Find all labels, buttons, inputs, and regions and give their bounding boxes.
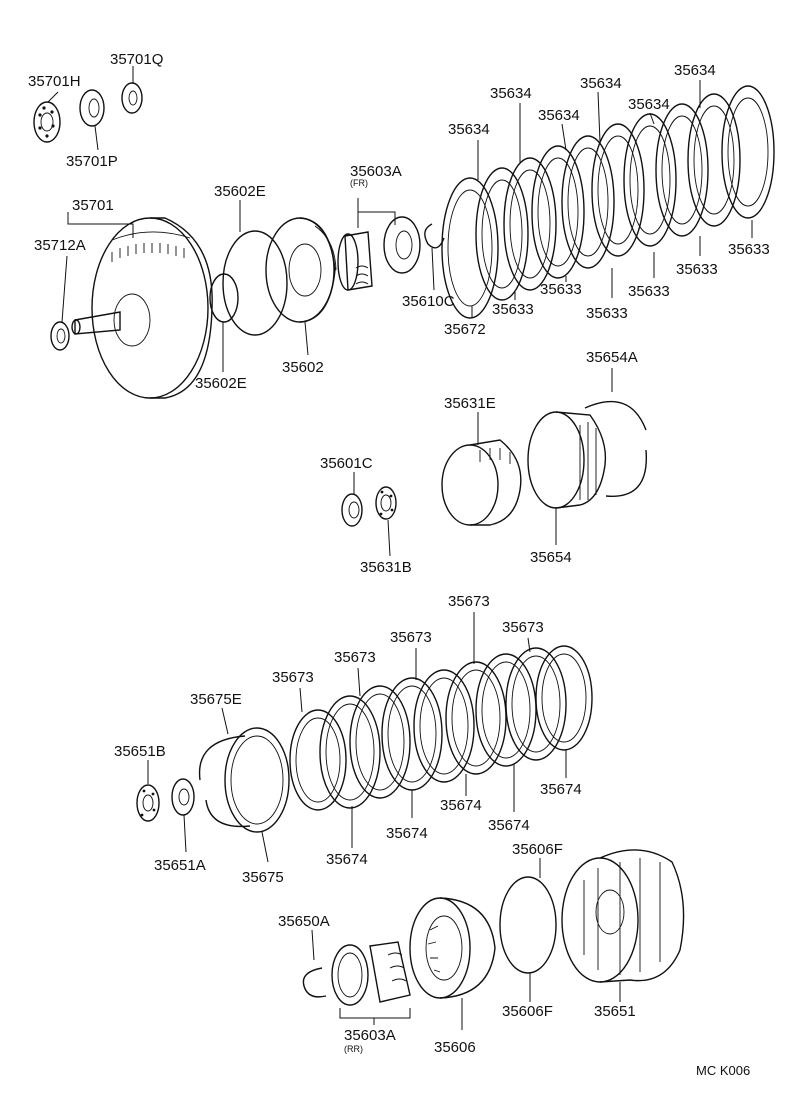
o-ring-35602e-small <box>209 273 239 323</box>
label-35701h: 35701H <box>28 73 81 90</box>
label-35673-e: 35673 <box>272 669 314 686</box>
flange-35675 <box>224 727 290 833</box>
label-35634-d: 35634 <box>580 75 622 92</box>
washer-35701q <box>121 82 143 114</box>
label-35675e: 35675E <box>190 691 242 708</box>
label-35675: 35675 <box>242 869 284 886</box>
label-35633-f: 35633 <box>728 241 770 258</box>
label-35634-f: 35634 <box>674 62 716 79</box>
label-35602: 35602 <box>282 359 324 376</box>
bearing-35651b <box>136 784 160 822</box>
bearing-35701h <box>33 101 61 143</box>
label-35606: 35606 <box>434 1039 476 1056</box>
label-35712a: 35712A <box>34 237 86 254</box>
o-ring-35602e-large <box>222 230 288 336</box>
label-35674-c: 35674 <box>440 797 482 814</box>
label-35610c: 35610C <box>402 293 455 310</box>
label-35601c: 35601C <box>320 455 373 472</box>
snap-ring-35654a <box>584 400 648 497</box>
label-35633-b: 35633 <box>540 281 582 298</box>
clutch-drum-35701 <box>71 217 213 399</box>
label-35673-b: 35673 <box>502 619 544 636</box>
piston-35602 <box>265 217 337 323</box>
label-35602e-top: 35602E <box>214 183 266 200</box>
race-35651a <box>171 778 195 816</box>
snap-ring-35650a <box>302 967 327 998</box>
clutch-pack-bottom <box>289 645 593 811</box>
label-35651: 35651 <box>594 1003 636 1020</box>
label-35673-a: 35673 <box>448 593 490 610</box>
clutch-hub-35654 <box>527 411 607 509</box>
thrust-plate-35606f <box>499 876 557 974</box>
label-35674-e: 35674 <box>540 781 582 798</box>
label-35631b: 35631B <box>360 559 412 576</box>
clutch-pack-top <box>441 85 775 319</box>
label-35606f-top: 35606F <box>512 841 563 858</box>
label-35634-e: 35634 <box>628 96 670 113</box>
label-35603a-rr: 35603A <box>344 1027 396 1044</box>
label-35673-c: 35673 <box>390 629 432 646</box>
label-35672: 35672 <box>444 321 486 338</box>
label-35633-d: 35633 <box>628 283 670 300</box>
snap-ring-35610c <box>424 223 445 249</box>
label-35674-b: 35674 <box>386 825 428 842</box>
label-35674-a: 35674 <box>326 851 368 868</box>
label-35654a: 35654A <box>586 349 638 366</box>
label-35603a-fr: 35603A <box>350 163 402 180</box>
label-35650a: 35650A <box>278 913 330 930</box>
label-35633-c: 35633 <box>586 305 628 322</box>
spring-retainer-35603a-rr <box>331 941 411 1006</box>
label-35633-e: 35633 <box>676 261 718 278</box>
label-35654: 35654 <box>530 549 572 566</box>
diagram-code: MC K006 <box>696 1063 750 1078</box>
race-35701p <box>79 89 105 127</box>
label-35602e-bottom: 35602E <box>195 375 247 392</box>
washer-35712a <box>50 321 70 351</box>
sublabel-fr: (FR) <box>350 178 368 188</box>
label-35606f-bottom: 35606F <box>502 1003 553 1020</box>
label-35674-d: 35674 <box>488 817 530 834</box>
race-35601c <box>341 493 363 527</box>
label-35631e: 35631E <box>444 395 496 412</box>
bearing-35631b <box>375 486 397 520</box>
label-35634-b: 35634 <box>490 85 532 102</box>
label-35651a: 35651A <box>154 857 206 874</box>
label-35701: 35701 <box>72 197 114 214</box>
one-way-clutch-35631e <box>441 439 522 526</box>
label-35701q: 35701Q <box>110 51 163 68</box>
label-35701p: 35701P <box>66 153 118 170</box>
label-35633-a: 35633 <box>492 301 534 318</box>
piston-35606 <box>409 897 496 999</box>
clutch-drum-35651 <box>561 849 685 983</box>
label-35673-d: 35673 <box>334 649 376 666</box>
label-35634-c: 35634 <box>538 107 580 124</box>
label-35634-a: 35634 <box>448 121 490 138</box>
label-35651b: 35651B <box>114 743 166 760</box>
spring-retainer-35603a-fr <box>337 216 421 291</box>
sublabel-rr: (RR) <box>344 1044 363 1054</box>
